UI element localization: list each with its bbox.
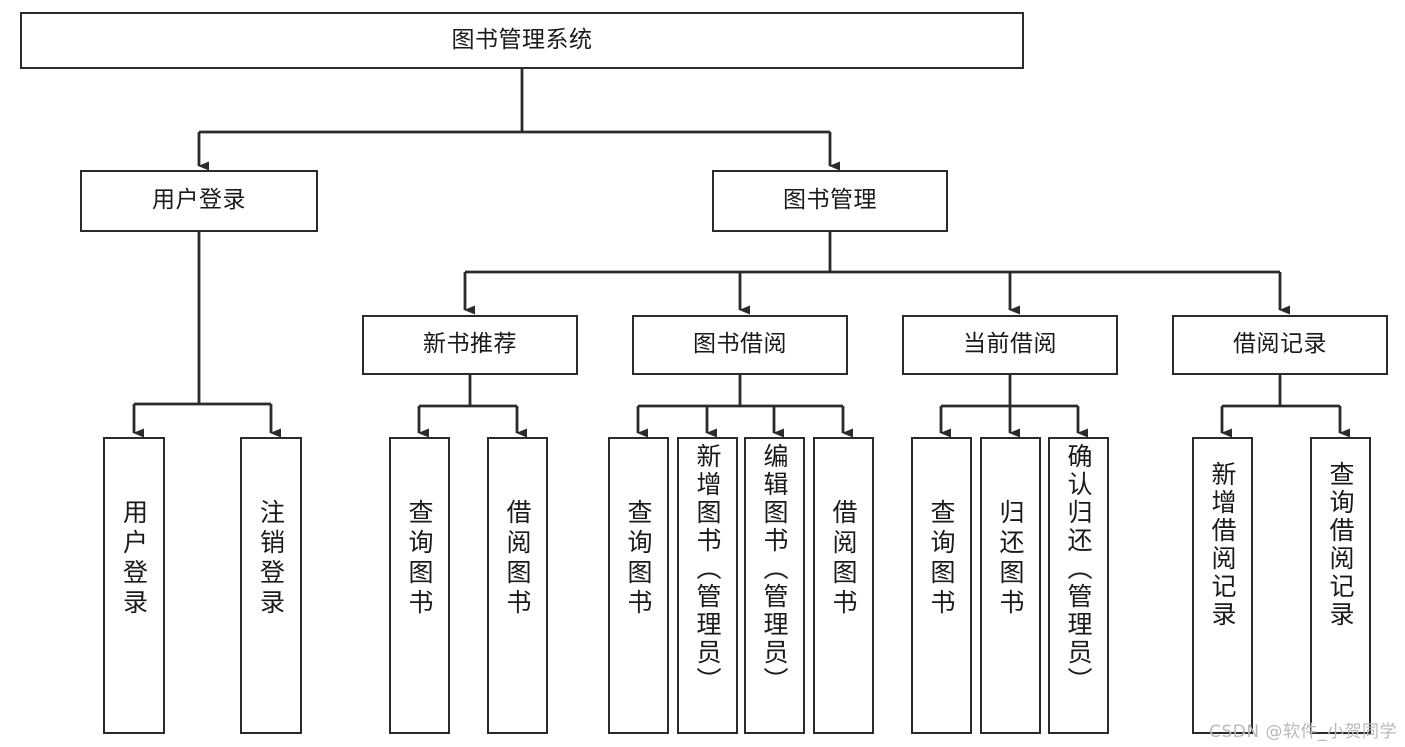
node-current-borrow-label: 当前借阅 [963, 331, 1057, 358]
csdn-watermark: CSDN @软件_小贺同学 [1209, 722, 1397, 742]
node-book-borrow-label: 图书借阅 [693, 331, 787, 358]
leaf-query-book-borrow-label: 查询图书 [624, 499, 653, 619]
node-user-login-label: 用户登录 [152, 187, 246, 214]
leaf-query-book-current[interactable]: 查询图书 [911, 437, 972, 734]
leaf-add-borrow-record[interactable]: 新增借阅记录 [1192, 437, 1253, 734]
leaf-borrow-book-borrow-label: 借阅图书 [829, 499, 858, 619]
node-current-borrow[interactable]: 当前借阅 [902, 315, 1118, 375]
leaf-user-login-label: 用户登录 [119, 499, 149, 619]
node-root-system-label: 图书管理系统 [451, 26, 593, 53]
leaf-borrow-book-recommend-label: 借阅图书 [503, 499, 532, 619]
node-book-management[interactable]: 图书管理 [712, 170, 948, 232]
leaf-user-login[interactable]: 用户登录 [103, 437, 165, 734]
leaf-query-borrow-record-label: 查询借阅记录 [1326, 461, 1355, 629]
node-new-book-recommend-label: 新书推荐 [423, 331, 517, 358]
node-borrow-record[interactable]: 借阅记录 [1172, 315, 1388, 375]
leaf-edit-book-admin[interactable]: 编辑图书（管理员） [744, 437, 805, 734]
node-borrow-record-label: 借阅记录 [1233, 331, 1327, 358]
leaf-query-book-current-label: 查询图书 [927, 499, 956, 619]
node-new-book-recommend[interactable]: 新书推荐 [362, 315, 578, 375]
leaf-logout-label: 注销登录 [256, 499, 286, 619]
node-book-management-label: 图书管理 [783, 187, 877, 214]
leaf-query-book-borrow[interactable]: 查询图书 [608, 437, 669, 734]
node-root-system[interactable]: 图书管理系统 [20, 12, 1024, 69]
leaf-add-book-admin-label: 新增图书（管理员） [693, 443, 722, 695]
leaf-borrow-book-recommend[interactable]: 借阅图书 [487, 437, 548, 734]
leaf-confirm-return-admin[interactable]: 确认归还（管理员） [1048, 437, 1109, 734]
leaf-add-borrow-record-label: 新增借阅记录 [1208, 461, 1237, 629]
leaf-confirm-return-admin-label: 确认归还（管理员） [1064, 443, 1093, 695]
node-user-login[interactable]: 用户登录 [80, 170, 318, 232]
node-book-borrow[interactable]: 图书借阅 [632, 315, 848, 375]
leaf-query-book-recommend-label: 查询图书 [405, 499, 434, 619]
leaf-query-borrow-record[interactable]: 查询借阅记录 [1310, 437, 1371, 734]
leaf-borrow-book-borrow[interactable]: 借阅图书 [813, 437, 874, 734]
leaf-edit-book-admin-label: 编辑图书（管理员） [760, 443, 789, 695]
leaf-return-book-label: 归还图书 [996, 499, 1025, 619]
leaf-return-book[interactable]: 归还图书 [980, 437, 1041, 734]
leaf-query-book-recommend[interactable]: 查询图书 [389, 437, 450, 734]
leaf-add-book-admin[interactable]: 新增图书（管理员） [677, 437, 738, 734]
leaf-logout[interactable]: 注销登录 [240, 437, 302, 734]
